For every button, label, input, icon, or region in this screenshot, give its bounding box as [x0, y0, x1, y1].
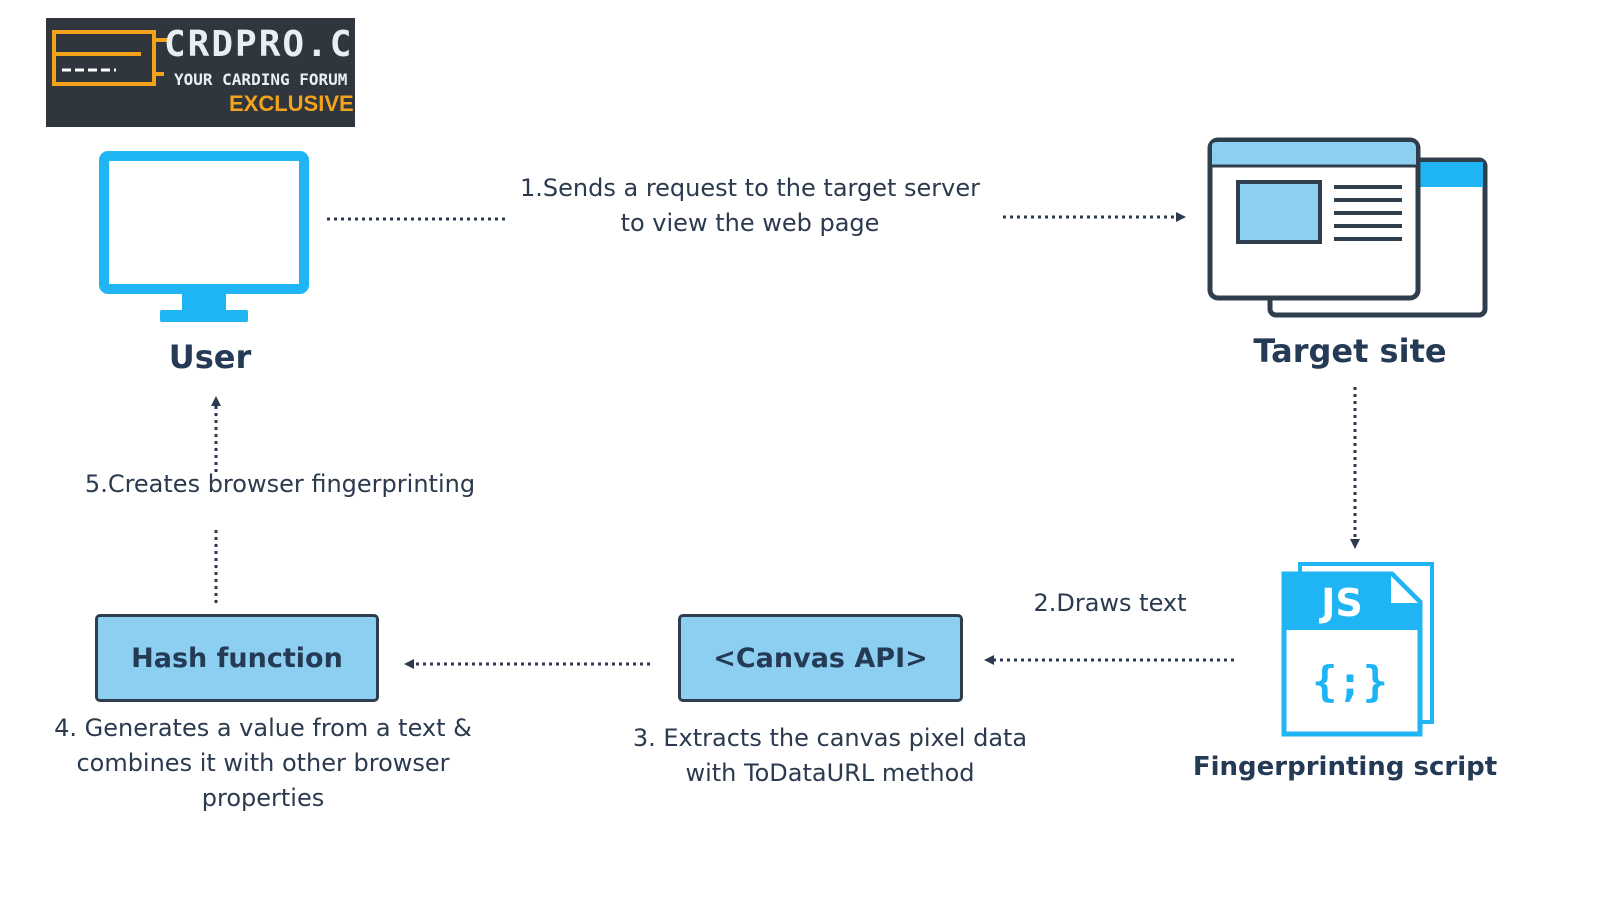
step3-text-line2: with ToDataURL method — [685, 759, 975, 787]
js-icon-symbol: {;} — [1312, 657, 1388, 706]
browser-window-icon — [1207, 137, 1488, 318]
logo-title: CRDPRO.CC — [164, 24, 355, 65]
crdpro-logo: CRDPRO.CC YOUR CARDING FORUM EXCLUSIVE — [46, 18, 355, 127]
js-file-icon: JS {;} — [1281, 562, 1434, 737]
fingerprinting-script-label: Fingerprinting script — [1192, 752, 1498, 782]
logo-tagline: YOUR CARDING FORUM — [174, 70, 348, 89]
canvas-api-box: <Canvas API> — [678, 614, 963, 702]
user-label: User — [168, 338, 252, 376]
step3-text-line1: 3. Extracts the canvas pixel data — [632, 724, 1028, 752]
step4-text-line2: combines it with other browser — [76, 749, 450, 777]
step5-text: 5.Creates browser fingerprinting — [84, 470, 476, 498]
logo-graphic — [52, 30, 168, 86]
target-site-label: Target site — [1253, 332, 1447, 370]
step1-text-line1: 1.Sends a request to the target server — [520, 174, 980, 202]
step4-text-line3: properties — [201, 784, 325, 812]
logo-badge: EXCLUSIVE — [229, 91, 354, 116]
step4-text-line1: 4. Generates a value from a text & — [54, 714, 472, 742]
step1-text-line2: to view the web page — [620, 209, 880, 237]
monitor-icon — [99, 151, 309, 322]
js-icon-text: JS — [1318, 581, 1363, 625]
step2-text: 2.Draws text — [1033, 589, 1187, 617]
hash-function-box: Hash function — [95, 614, 379, 702]
